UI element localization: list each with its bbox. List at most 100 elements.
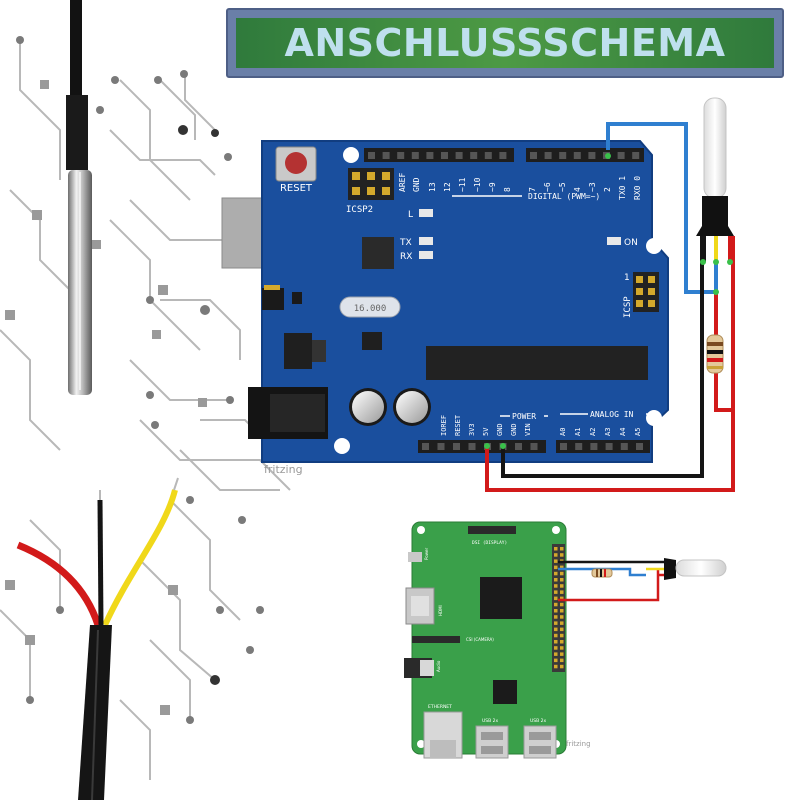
pullup-resistor-pi <box>591 568 613 578</box>
ds18b20-probe-illustration <box>66 0 92 395</box>
header-hole <box>470 152 478 159</box>
pin-label-4: 4 <box>573 187 582 192</box>
header-hole <box>632 152 640 159</box>
pi-sensor <box>664 558 727 580</box>
pin-label-rx0: RX0 0 <box>633 176 642 200</box>
gpio-pin <box>554 565 558 570</box>
pin-label-5: ~5 <box>558 182 567 192</box>
gpio-pin <box>560 553 564 557</box>
gpio-pin <box>560 621 564 625</box>
gpio-pin <box>560 633 564 638</box>
camera-connector <box>412 636 460 643</box>
header-hole <box>605 443 613 450</box>
gpio-pin <box>554 602 558 607</box>
transistor <box>292 292 302 304</box>
pi-wiring <box>558 560 664 602</box>
header-hole <box>422 443 429 450</box>
pin-label-12: 12 <box>443 182 452 192</box>
gpio-pin <box>554 633 558 638</box>
power-header <box>418 440 546 453</box>
voltage-regulator <box>284 333 312 369</box>
pin-label-a5: A5 <box>634 428 642 436</box>
header-hole <box>468 443 476 450</box>
usb1-label: USB 2x <box>482 718 499 724</box>
pullup-resistor-arduino <box>706 334 724 374</box>
gpio-pin <box>554 621 558 625</box>
icsp-pin-label: 1 <box>624 273 630 283</box>
pin-label-a4: A4 <box>619 428 627 436</box>
power-pin-labels: IOREF RESET 3V3 5V GND GND VIN <box>440 414 532 436</box>
gpio-pin <box>554 652 558 656</box>
pin-label-tx0: TX0 1 <box>618 176 627 200</box>
power-label: POWER <box>512 412 536 421</box>
power-label-pi: Power <box>424 548 429 560</box>
header-hole <box>437 443 445 450</box>
arduino-wiring <box>485 122 735 492</box>
arduino-sensor <box>696 97 734 236</box>
hdmi-label: HDMI <box>438 605 443 616</box>
power-port <box>408 552 422 562</box>
gpio-pin <box>560 658 564 663</box>
header-hole <box>530 443 538 450</box>
led-l-label: L <box>408 210 413 220</box>
gpio-pin <box>554 578 558 582</box>
junction-dots-arduino <box>484 153 733 449</box>
header-hole <box>455 152 463 159</box>
display-connector <box>468 526 516 534</box>
pin-label-9: ~9 <box>488 182 497 192</box>
gpio-pin <box>560 627 564 632</box>
gpio-pin <box>560 578 564 582</box>
arduino-uno-board: RESET ICSP2 AREF GND 13 12 ~11 ~10 ~9 8 … <box>221 140 669 463</box>
header-hole <box>530 152 537 159</box>
gpio-pin <box>560 646 564 650</box>
header-hole <box>575 443 583 450</box>
header-hole <box>560 443 567 450</box>
pin-label-3: ~3 <box>588 182 597 192</box>
led-on <box>607 237 621 245</box>
header-hole <box>573 152 581 159</box>
gpio-pin <box>554 646 558 650</box>
small-chip-top <box>264 285 280 290</box>
gpio-pin <box>554 658 558 663</box>
gpio-pin <box>554 547 558 551</box>
circuit-traces-decoration <box>0 40 291 780</box>
gpio-pin <box>560 609 564 613</box>
circuit-nodes-decoration <box>16 36 264 724</box>
pin-label-a0: A0 <box>559 428 567 436</box>
camera-label: CSI (CAMERA) <box>466 637 494 642</box>
gpio-pin <box>560 664 564 669</box>
analog-pin-labels: A0 A1 A2 A3 A4 A5 <box>559 428 642 436</box>
pin-label-gnd2: GND <box>510 423 518 436</box>
audio-label: Audio <box>436 660 441 672</box>
gpio-pin <box>554 590 558 594</box>
circuit-squares-decoration <box>5 80 207 715</box>
gpio-pin <box>560 547 564 551</box>
gpio-pin <box>554 571 558 576</box>
header-hole <box>620 443 628 450</box>
icsp-label: ICSP <box>623 296 633 318</box>
gpio-pin <box>554 553 558 557</box>
gpio-pin <box>554 664 558 669</box>
led-on-label: ON <box>624 238 638 248</box>
analog-label: ANALOG IN <box>590 410 634 419</box>
title-banner: ANSCHLUSSSCHEMA <box>226 8 784 78</box>
gpio-pin <box>554 559 558 563</box>
pin-label-8: 8 <box>503 187 512 192</box>
analog-header <box>556 440 650 453</box>
gpio-pin <box>560 571 564 576</box>
fritzing-label-arduino: fritzing <box>264 463 303 476</box>
pin-label-gnd: GND <box>412 177 421 192</box>
header-hole <box>453 443 460 450</box>
gpio-pin <box>560 590 564 594</box>
gpio-pin <box>560 565 564 570</box>
crystal-label: 16.000 <box>354 304 387 314</box>
reset-label: RESET <box>280 183 313 194</box>
header-hole <box>441 152 448 159</box>
pin-label-13: 13 <box>428 182 437 192</box>
icsp2-header <box>348 168 394 200</box>
pin-label-10: ~10 <box>473 177 482 192</box>
gpio-pin <box>560 596 564 601</box>
usb-chip <box>362 237 394 269</box>
ethernet-label: ETHERNET <box>428 704 452 710</box>
